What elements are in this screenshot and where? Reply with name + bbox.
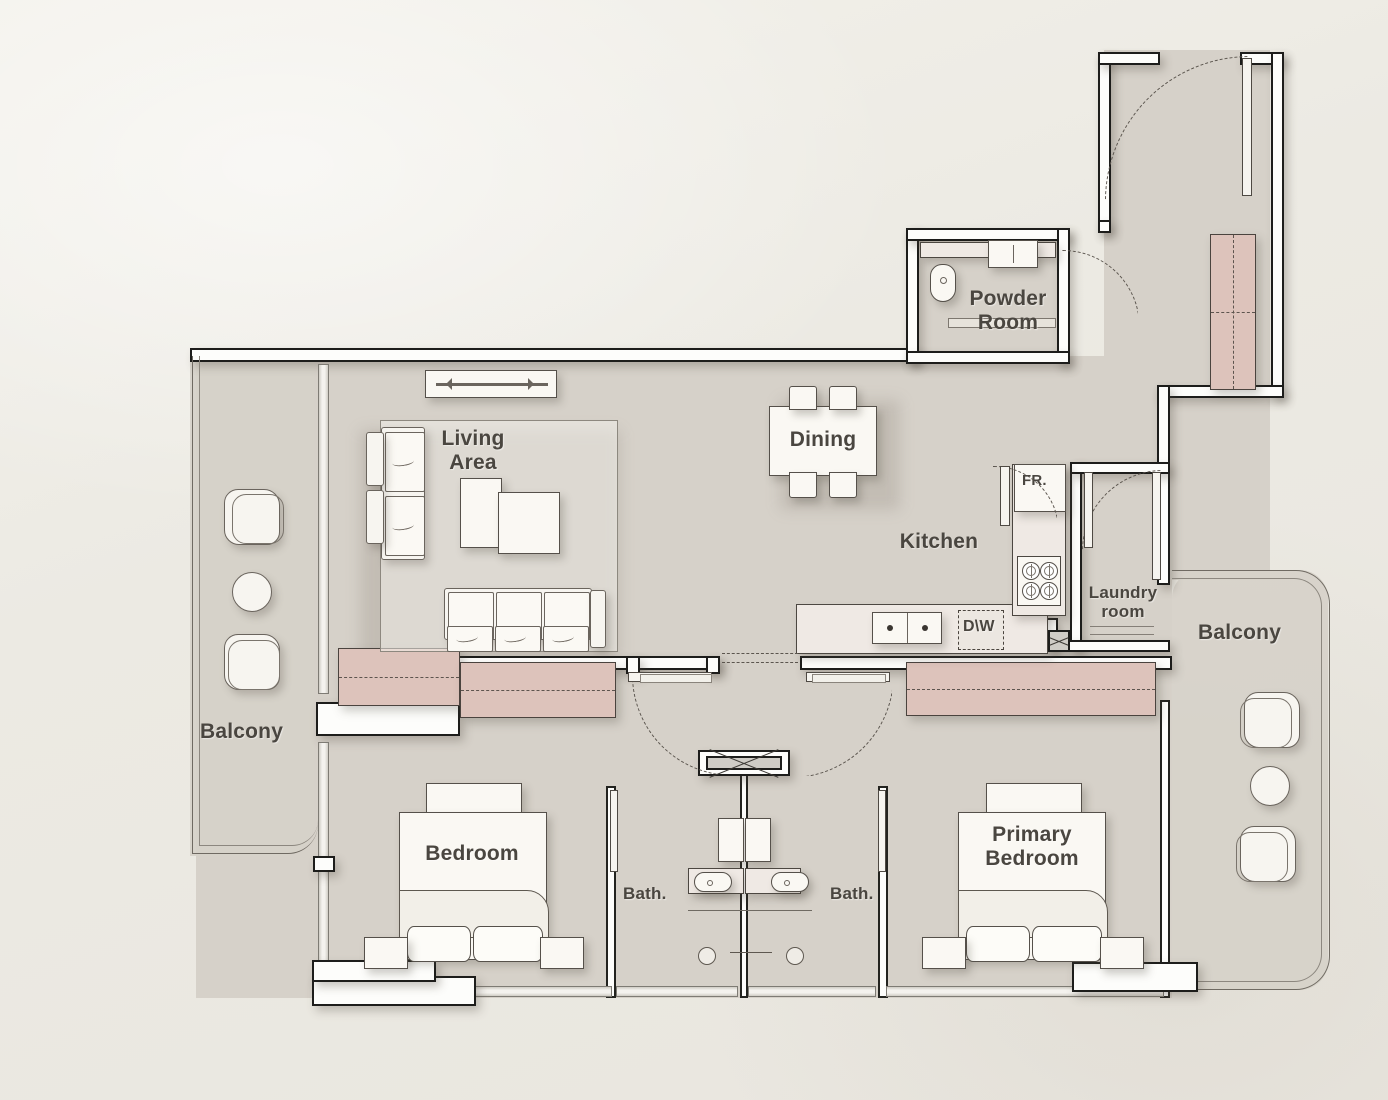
wardrobe-primary: [906, 662, 1156, 716]
door-arc-laundry: [1082, 470, 1162, 550]
bedroom-headboard: [426, 783, 522, 813]
room-label-living-area: Living Area: [441, 427, 505, 474]
laundry-machine-glyph: [1090, 626, 1154, 635]
door-arc-entry: [1105, 56, 1249, 200]
washer-tile: [1048, 630, 1070, 652]
balcony-left-outline: [192, 356, 318, 854]
wall-powder-bottom: [906, 351, 1070, 364]
balcony-right-outline-inner: [1172, 578, 1322, 982]
balcony-right-outline: [1172, 570, 1330, 990]
wall-bedroom-right-jamb: [706, 656, 720, 674]
wall-entry-top-left: [1098, 52, 1160, 65]
room-label-bath-right: Bath.: [830, 884, 874, 903]
sofa-two-seat-back-2: [366, 490, 384, 544]
primary-pillow-left: [966, 926, 1030, 962]
bath-left-basin: [694, 872, 732, 892]
balcony-left-outline-inner: [199, 356, 318, 846]
powder-shelf: [948, 318, 1056, 328]
sofa-two-seat: [381, 427, 425, 560]
room-label-primary-bedroom: Primary Bedroom: [985, 823, 1079, 870]
balcony-left-side-table: [232, 572, 272, 612]
wall-powder-left: [906, 228, 919, 362]
door-leaf-entry: [1242, 58, 1252, 196]
balcony-right-chair-bottom-arm: [1236, 832, 1288, 882]
door-arc-powder: [1062, 250, 1138, 326]
balcony-left-chair-bottom-arm: [228, 640, 280, 690]
door-leaf-kitchen: [1000, 466, 1010, 526]
sofa-three-seat-arm: [590, 590, 606, 648]
primary-nightstand-right: [1100, 937, 1144, 969]
bedroom-nightstand-left: [364, 937, 408, 969]
wall-bath-left-partition: [606, 786, 616, 998]
sliding-door-track-2: [722, 662, 798, 663]
appliance-label-dishwasher: D\W: [963, 618, 995, 635]
wall-corridor-left: [316, 702, 460, 736]
wardrobe-corridor: [460, 662, 616, 718]
dining-chair-top-right: [829, 386, 857, 410]
rail-primary-wardrobe: [812, 674, 886, 683]
dining-chair-top-left: [789, 386, 817, 410]
wall-laundry-left: [1070, 462, 1082, 652]
door-leaf-laundry-right: [1152, 472, 1161, 580]
window-left-mullion: [313, 856, 335, 872]
door-arc-bedroom: [632, 674, 732, 774]
balcony-right-chair-top-arm: [1240, 698, 1292, 748]
balcony-right-side-table: [1250, 766, 1290, 806]
window-bottom-bath-2: [748, 986, 876, 997]
primary-nightstand-left: [922, 937, 966, 969]
window-bottom-bath: [616, 986, 738, 997]
kitchen-sink: [872, 612, 942, 644]
door-leaf-laundry: [1084, 472, 1093, 548]
primary-pillow-right: [1032, 926, 1102, 962]
room-label-bedroom: Bedroom: [425, 842, 519, 865]
primary-headboard: [986, 783, 1082, 813]
powder-vanity: [988, 240, 1038, 268]
tv-console: [425, 370, 557, 398]
door-leaf-bath-right: [878, 790, 886, 872]
bath-right-wc: [745, 818, 771, 862]
wall-bath-right-partition: [878, 786, 888, 998]
side-table-living: [460, 478, 502, 548]
door-arc-primary: [790, 674, 892, 776]
dishwasher: [958, 610, 1004, 650]
bedroom-nightstand-right: [540, 937, 584, 969]
cooktop: [1017, 556, 1061, 606]
wall-entry-right: [1271, 52, 1284, 397]
wardrobe-entry: [1210, 234, 1256, 390]
dining-chair-bottom-left: [789, 472, 817, 498]
floor-drain-right: [786, 947, 804, 965]
rail-bedroom-wardrobe: [640, 674, 712, 683]
bath-mirror-line: [688, 910, 812, 911]
room-label-balcony-left: Balcony: [200, 720, 284, 743]
bath-fittings-glyph: [730, 952, 772, 960]
floor-drain-left: [698, 947, 716, 965]
sliding-door-track: [722, 653, 798, 654]
sofa-three-seat-cushion-row: [444, 626, 592, 652]
wall-entry-notch-left: [1098, 220, 1111, 233]
room-label-kitchen: Kitchen: [899, 530, 979, 553]
room-label-powder-room: Powder Room: [969, 287, 1047, 334]
powder-toilet: [930, 264, 956, 302]
door-leaf-bath-left: [610, 790, 618, 872]
balcony-left-chair-top-arm: [232, 494, 284, 544]
coffee-table-living: [498, 492, 560, 554]
floor-slab-hall: [1160, 400, 1270, 580]
sofa-two-seat-back: [366, 432, 384, 486]
dining-table: [769, 406, 877, 476]
dining-chair-bottom-right: [829, 472, 857, 498]
window-left-facade-upper: [318, 364, 329, 694]
wardrobe-bedroom-left: [338, 648, 460, 706]
bedroom-pillow-right: [473, 926, 543, 962]
room-label-bath-left: Bath.: [623, 884, 667, 903]
bath-right-basin: [771, 872, 809, 892]
bath-left-wc: [718, 818, 744, 862]
room-label-laundry-room: Laundry room: [1088, 583, 1158, 622]
bedroom-pillow-left: [407, 926, 471, 962]
room-label-dining: Dining: [789, 428, 857, 451]
room-label-balcony-right: Balcony: [1198, 621, 1282, 644]
door-arc-kitchen: [993, 466, 1057, 530]
wall-primary-right: [1160, 700, 1170, 998]
